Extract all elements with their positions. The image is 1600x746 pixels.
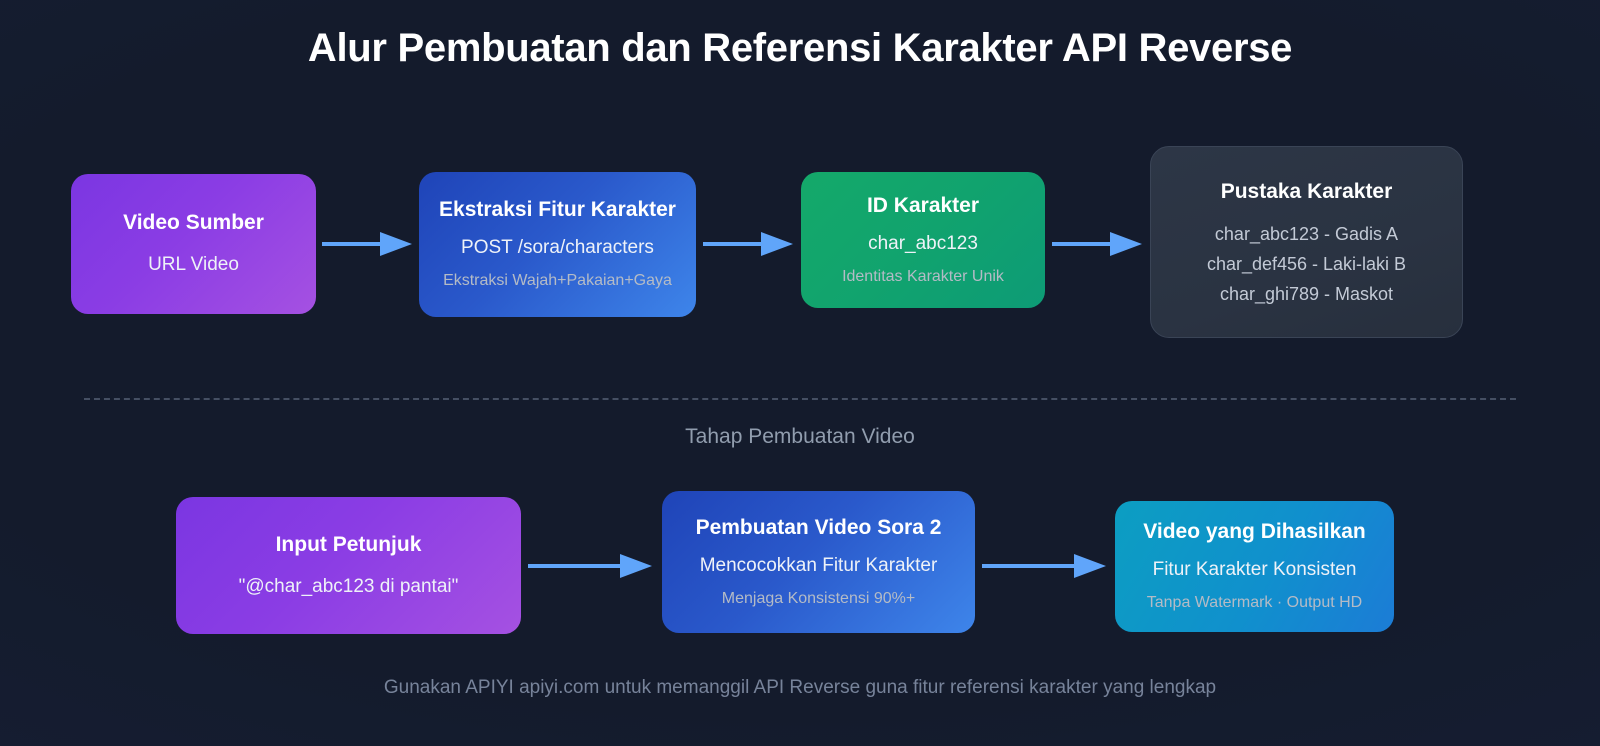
node-note: Tanpa Watermark · Output HD — [1146, 594, 1363, 612]
node-note: Identitas Karakter Unik — [842, 267, 1004, 285]
card-title: Pustaka Karakter — [1220, 179, 1393, 203]
node-title: Ekstraksi Fitur Karakter — [439, 198, 676, 222]
node-input-petunjuk[interactable]: Input Petunjuk "@char_abc123 di pantai" — [176, 497, 521, 634]
list-item: char_abc123 - Gadis A — [1214, 223, 1399, 244]
node-title: Pembuatan Video Sora 2 — [695, 515, 942, 539]
node-subtitle: URL Video — [148, 254, 239, 276]
node-video-sumber[interactable]: Video Sumber URL Video — [71, 174, 316, 314]
character-list: char_abc123 - Gadis A char_def456 - Laki… — [1207, 224, 1406, 305]
card-pustaka-karakter[interactable]: Pustaka Karakter char_abc123 - Gadis A c… — [1150, 146, 1463, 338]
node-title: Video yang Dihasilkan — [1143, 520, 1366, 544]
section-label-tahap-pembuatan-video: Tahap Pembuatan Video — [685, 425, 915, 448]
arrow-input-to-pembuatan — [528, 550, 654, 582]
node-ekstraksi-fitur-karakter[interactable]: Ekstraksi Fitur Karakter POST /sora/char… — [419, 172, 696, 317]
node-note: Menjaga Konsistensi 90%+ — [721, 589, 916, 607]
footer-note: Gunakan APIYI apiyi.com untuk memanggil … — [383, 677, 1217, 698]
arrow-id-karakter-to-pustaka — [1052, 228, 1144, 260]
list-item: char_ghi789 - Maskot — [1219, 283, 1394, 304]
arrow-ekstraksi-to-id-karakter — [703, 228, 795, 260]
node-subtitle: "@char_abc123 di pantai" — [238, 575, 459, 597]
node-video-yang-dihasilkan[interactable]: Video yang Dihasilkan Fitur Karakter Kon… — [1115, 501, 1394, 632]
arrow-video-sumber-to-ekstraksi — [322, 228, 414, 260]
page-title: Alur Pembuatan dan Referensi Karakter AP… — [307, 26, 1293, 70]
node-subtitle: char_abc123 — [868, 232, 978, 254]
node-title: ID Karakter — [866, 193, 980, 217]
arrow-pembuatan-to-video-hasil — [982, 550, 1108, 582]
node-note: Ekstraksi Wajah+Pakaian+Gaya — [443, 272, 672, 290]
node-subtitle: POST /sora/characters — [461, 237, 654, 259]
node-title: Input Petunjuk — [275, 532, 422, 556]
node-subtitle: Mencocokkan Fitur Karakter — [699, 554, 938, 576]
node-id-karakter[interactable]: ID Karakter char_abc123 Identitas Karakt… — [801, 172, 1045, 308]
node-pembuatan-video-sora-2[interactable]: Pembuatan Video Sora 2 Mencocokkan Fitur… — [662, 491, 975, 633]
list-item: char_def456 - Laki-laki B — [1206, 253, 1407, 274]
node-title: Video Sumber — [123, 211, 264, 235]
node-subtitle: Fitur Karakter Konsisten — [1152, 559, 1357, 581]
section-divider — [84, 398, 1516, 400]
